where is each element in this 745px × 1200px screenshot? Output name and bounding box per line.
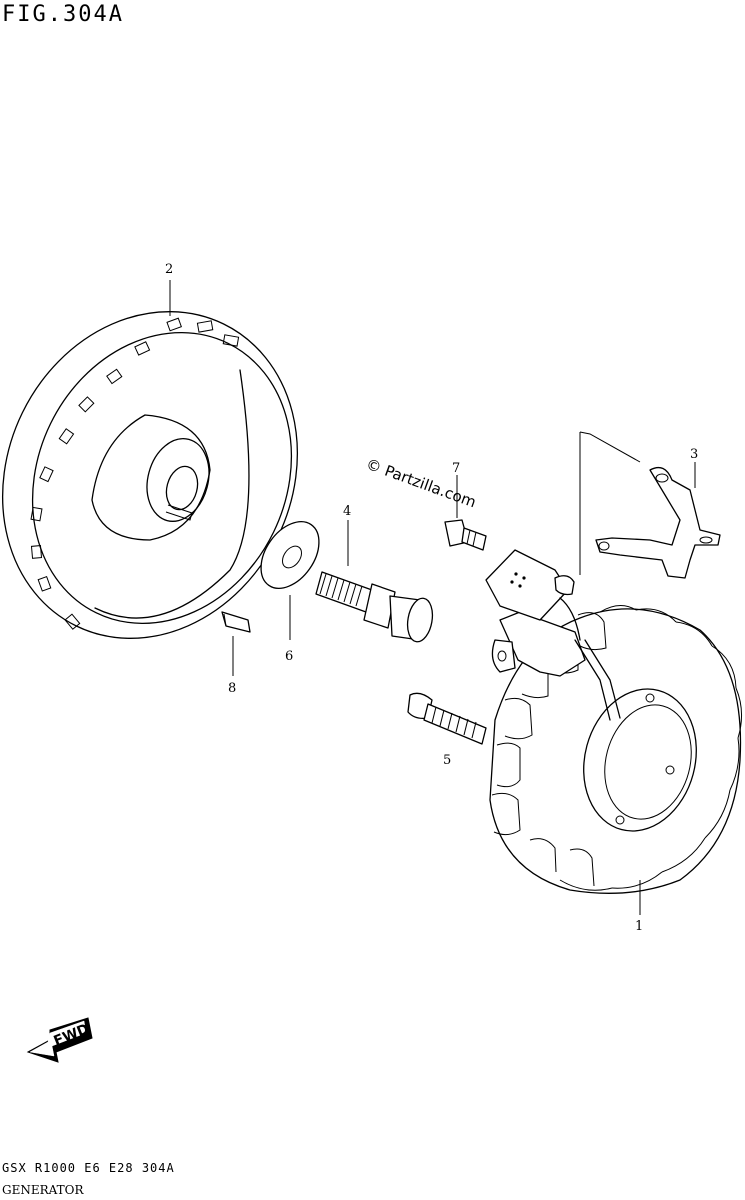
flywheel-bolt[interactable] — [315, 571, 436, 644]
callout-2: 2 — [165, 262, 173, 277]
callout-7: 7 — [452, 461, 460, 476]
diagram-name: GENERATOR — [2, 1183, 84, 1197]
figure-title: FIG.304A — [2, 2, 124, 27]
flywheel-rotor[interactable] — [0, 262, 351, 688]
fwd-arrow-icon: FWD — [26, 1017, 93, 1063]
stator-bolt[interactable] — [407, 692, 487, 745]
callout-6: 6 — [285, 649, 293, 664]
wire-bracket[interactable] — [595, 466, 721, 579]
callout-4: 4 — [343, 504, 351, 519]
woodruff-key[interactable] — [221, 611, 251, 633]
clamp-bolt[interactable] — [444, 519, 487, 551]
callout-5: 5 — [443, 753, 451, 768]
diagram-code: GSX R1000 E6 E28 304A — [2, 1161, 175, 1175]
washer[interactable] — [249, 511, 331, 599]
stator-assembly[interactable] — [485, 549, 742, 894]
callout-1: 1 — [635, 919, 643, 934]
callout-8: 8 — [228, 681, 236, 696]
callout-3: 3 — [690, 447, 698, 462]
rim-slots — [30, 317, 240, 630]
watermark: © Partzilla.com — [364, 455, 479, 512]
